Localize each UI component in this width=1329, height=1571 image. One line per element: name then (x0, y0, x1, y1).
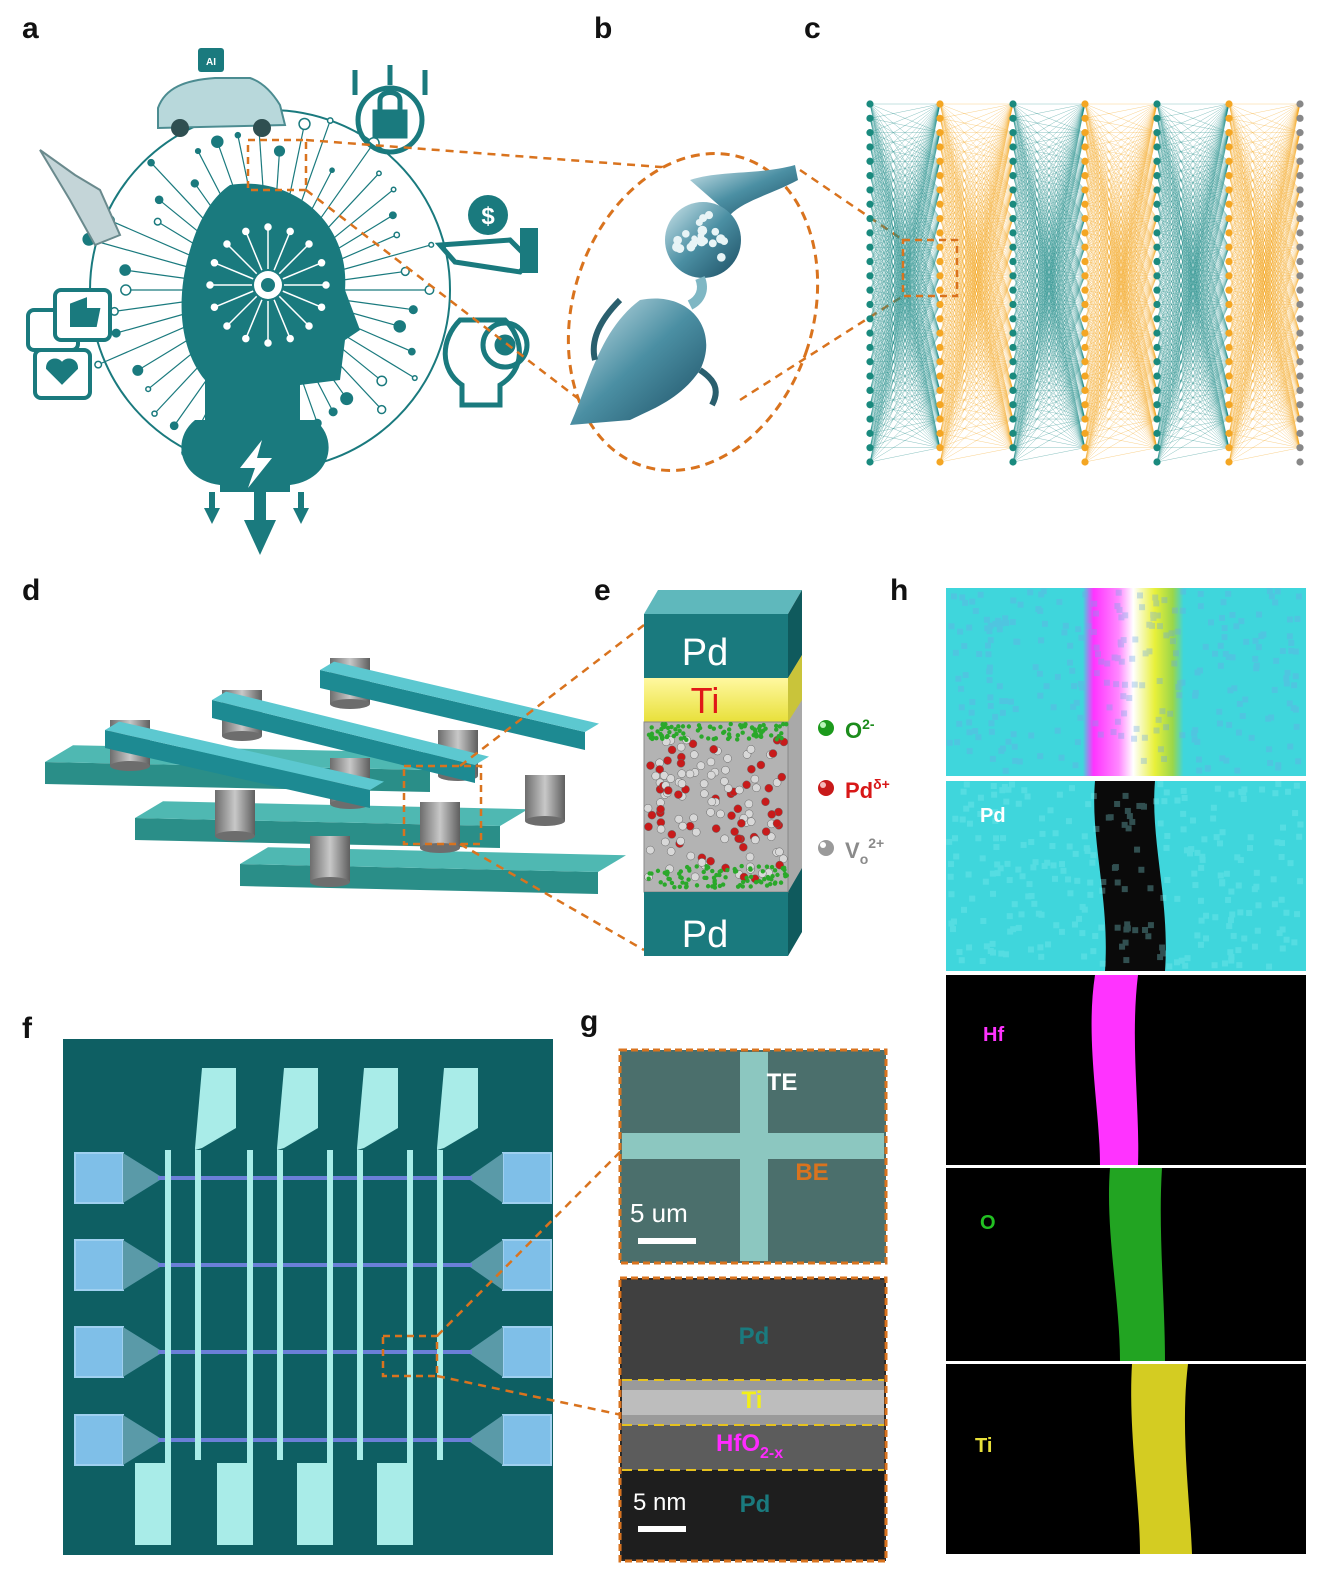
panel-label-d: d (22, 574, 41, 607)
pd-ion-label: Pdδ+ (845, 776, 890, 803)
zoom-line (436, 1149, 623, 1337)
bottom-electrode (644, 892, 788, 956)
zoom-line (436, 1374, 623, 1417)
bottom-electrode-line (622, 1133, 884, 1159)
lightning-icon (240, 440, 272, 488)
arrow-down-icon (293, 508, 309, 524)
panel-g-sem: TE BE 5 um (618, 1048, 888, 1265)
panel-c-neural-network (866, 100, 1304, 466)
top-electrode (644, 614, 788, 678)
panel-label-e: e (594, 574, 611, 607)
arrow-down-icon (204, 508, 220, 524)
vacancy-icon (818, 840, 834, 856)
svg-text:AI: AI (206, 57, 216, 68)
panel-label-f: f (22, 1012, 32, 1045)
scale-bar (638, 1238, 696, 1244)
scale-bar-label: 5 um (630, 1198, 688, 1228)
zoom-line (739, 294, 904, 402)
pd-ion-icon (818, 780, 834, 796)
panel-label-a: a (22, 12, 39, 45)
oxygen-ion-label: O2- (845, 716, 875, 743)
panel-label-h: h (890, 574, 909, 607)
zoom-line (459, 842, 645, 952)
brain-head-icon (181, 183, 360, 420)
idea-gear-icon (442, 317, 530, 408)
payment-hand-icon: $ (434, 195, 538, 275)
panel-a-illustration: AI $ (26, 48, 538, 555)
panel-h-eds-maps: Pd Hf O Ti (946, 588, 1306, 1554)
zoom-line (305, 189, 581, 401)
tem-hfo-label: HfO2-x (716, 1430, 783, 1462)
panel-f-optical-image (63, 1039, 553, 1555)
te-label: TE (767, 1069, 798, 1096)
tem-scale-bar-label: 5 nm (633, 1489, 686, 1516)
dendrite-spine (570, 298, 707, 425)
zoom-line (459, 624, 645, 767)
zoom-line (305, 138, 701, 172)
ti-label: Ti (691, 680, 720, 721)
robot-hand-icon (39, 149, 122, 247)
bottom-pd-label: Pd (682, 914, 728, 956)
tem-pd-bottom-label: Pd (740, 1491, 771, 1518)
panel-label-c: c (804, 12, 821, 45)
tem-scale-bar (638, 1526, 686, 1532)
zoom-box-a (246, 138, 308, 192)
ai-car-icon: AI (157, 48, 287, 137)
tem-ti-label: Ti (742, 1387, 763, 1414)
eds-ti-map (946, 1364, 1306, 1554)
arrow-down-icon (244, 520, 276, 555)
social-like-icon (26, 288, 112, 400)
panel-g-tem: Pd Ti HfO2-x 5 nm Pd (618, 1276, 888, 1563)
panel-label-g: g (580, 1005, 599, 1038)
oxygen-ion-icon (818, 720, 834, 736)
zoom-ellipse (566, 152, 820, 472)
tem-pd-top-label: Pd (739, 1323, 770, 1350)
top-pd-label: Pd (682, 632, 728, 674)
vacancy-label: Vo2+ (845, 835, 884, 867)
panel-e-device-stack: Pd Ti Pd O2- Pdδ+ Vo2+ (643, 590, 890, 956)
zoom-box-d (402, 764, 483, 846)
security-lock-icon (352, 65, 428, 155)
eds-overlay-map (946, 588, 1306, 776)
ti-layer (644, 678, 788, 722)
eds-o-label: O (980, 1212, 996, 1234)
zoom-box-f (381, 1334, 439, 1378)
panel-b-synapse (566, 152, 820, 472)
be-label: BE (795, 1159, 828, 1186)
eds-ti-label: Ti (975, 1435, 992, 1457)
eds-hf-label: Hf (983, 1024, 1004, 1046)
svg-text:$: $ (481, 203, 495, 230)
zoom-box-c (901, 238, 959, 298)
panel-label-b: b (594, 12, 613, 45)
eds-pd-label: Pd (980, 805, 1006, 827)
panel-d-crossbar (45, 658, 626, 894)
